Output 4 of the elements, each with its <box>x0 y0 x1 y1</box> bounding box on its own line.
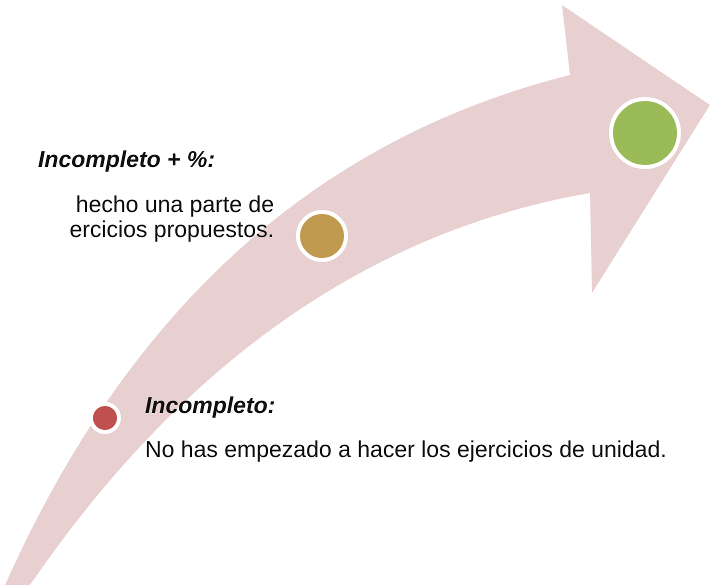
step-heading: Incompleto: <box>145 392 276 419</box>
step-description: No has empezado a hacer los ejercicios de unidad. <box>145 437 668 462</box>
step-description: hecho una parte de ercicios propuestos. <box>68 192 274 242</box>
step-heading: Incompleto + %: <box>37 146 215 173</box>
